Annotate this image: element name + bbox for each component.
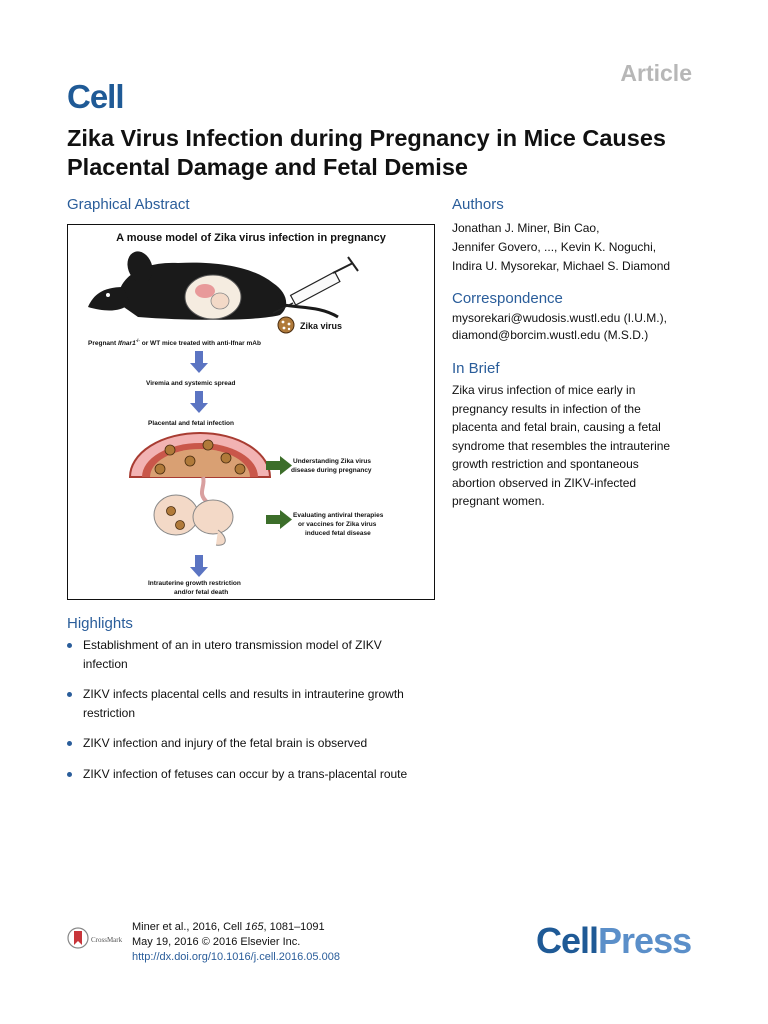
citation-line: Miner et al., 2016, Cell 165, 1081–1091: [132, 921, 325, 933]
placenta-icon: [128, 432, 272, 478]
correspondence-email[interactable]: mysorekari@wudosis.wustl.edu (I.U.M.),: [452, 311, 667, 325]
figure-title: A mouse model of Zika virus infection in…: [116, 232, 387, 244]
highlights-heading: Highlights: [67, 615, 133, 632]
graphical-abstract-heading: Graphical Abstract: [67, 196, 190, 213]
in-brief-text: Zika virus infection of mice early in pr…: [452, 381, 702, 511]
fetus-icon: [153, 476, 234, 546]
bullet-icon: [67, 741, 72, 746]
in-brief-line: growth restriction and spontaneous: [452, 457, 639, 471]
bullet-icon: [67, 692, 72, 697]
in-brief-line: pregnant women.: [452, 494, 545, 508]
down-arrow-icon: [190, 351, 208, 373]
bullet-icon: [67, 643, 72, 648]
author-line: Jonathan J. Miner, Bin Cao,: [452, 221, 600, 235]
author-line: Jennifer Govero, ..., Kevin K. Noguchi,: [452, 240, 657, 254]
paper-title: Zika Virus Infection during Pregnancy in…: [67, 125, 666, 180]
correspondence-email[interactable]: diamond@borcim.wustl.edu (M.S.D.): [452, 328, 649, 342]
highlight-item: Establishment of an in utero transmissio…: [67, 636, 447, 673]
zika-virus-label: Zika virus: [300, 321, 342, 331]
graphical-abstract-illustration: A mouse model of Zika virus infection in…: [88, 232, 387, 596]
highlight-item: ZIKV infection and injury of the fetal b…: [67, 734, 447, 753]
graphical-abstract-figure: A mouse model of Zika virus infection in…: [67, 224, 435, 600]
journal-logo: Cell: [67, 78, 125, 115]
step-final: Intrauterine growth restriction and/or f…: [148, 580, 243, 596]
authors-heading: Authors: [452, 196, 504, 213]
correspondence-heading: Correspondence: [452, 290, 563, 307]
correspondence-list: mysorekari@wudosis.wustl.edu (I.U.M.), d…: [452, 310, 712, 344]
step-placental: Placental and fetal infection: [148, 420, 234, 427]
highlight-item: ZIKV infects placental cells and results…: [67, 685, 447, 722]
in-brief-line: Zika virus infection of mice early in: [452, 383, 636, 397]
pregnant-mice-label: Pregnant Ifnar1-/- or WT mice treated wi…: [88, 338, 261, 347]
highlight-item: ZIKV infection of fetuses can occur by a…: [67, 765, 447, 784]
highlights-list: Establishment of an in utero transmissio…: [67, 636, 447, 795]
article-label: Article: [620, 60, 692, 86]
down-arrow-icon: [190, 555, 208, 577]
bullet-icon: [67, 771, 72, 777]
citation-block: Miner et al., 2016, Cell 165, 1081–1091 …: [132, 920, 340, 965]
author-line: Indira U. Mysorekar, Michael S. Diamond: [452, 259, 671, 273]
outcome-evaluating: Evaluating antiviral therapies or vaccin…: [293, 512, 385, 537]
svg-text:CrossMark: CrossMark: [91, 936, 123, 944]
in-brief-line: abortion observed in ZIKV-infected: [452, 475, 637, 490]
crossmark-logo[interactable]: CrossMark: [67, 925, 127, 956]
in-brief-line: syndrome that resembles the intrauterine: [452, 438, 671, 453]
cell-press-logo: CellPress: [536, 920, 692, 961]
zika-virus-icon: [277, 316, 295, 334]
date-line: May 19, 2016 © 2016 Elsevier Inc.: [132, 936, 301, 948]
doi-link[interactable]: http://dx.doi.org/10.1016/j.cell.2016.05…: [132, 951, 340, 963]
outcome-understanding: Understanding Zika virus disease during …: [291, 458, 373, 474]
authors-list: Jonathan J. Miner, Bin Cao, Jennifer Gov…: [452, 219, 712, 276]
down-arrow-icon: [190, 391, 208, 413]
mouse-icon: [88, 251, 339, 320]
in-brief-line: pregnancy results in infection of the: [452, 401, 641, 416]
in-brief-line: placenta and fetal brain, causing a feta…: [452, 420, 661, 434]
right-arrow-icon: [266, 456, 292, 475]
syringe-icon: [272, 256, 359, 314]
right-arrow-icon: [266, 510, 292, 529]
step-viremia: Viremia and systemic spread: [146, 380, 236, 387]
in-brief-heading: In Brief: [452, 360, 500, 377]
